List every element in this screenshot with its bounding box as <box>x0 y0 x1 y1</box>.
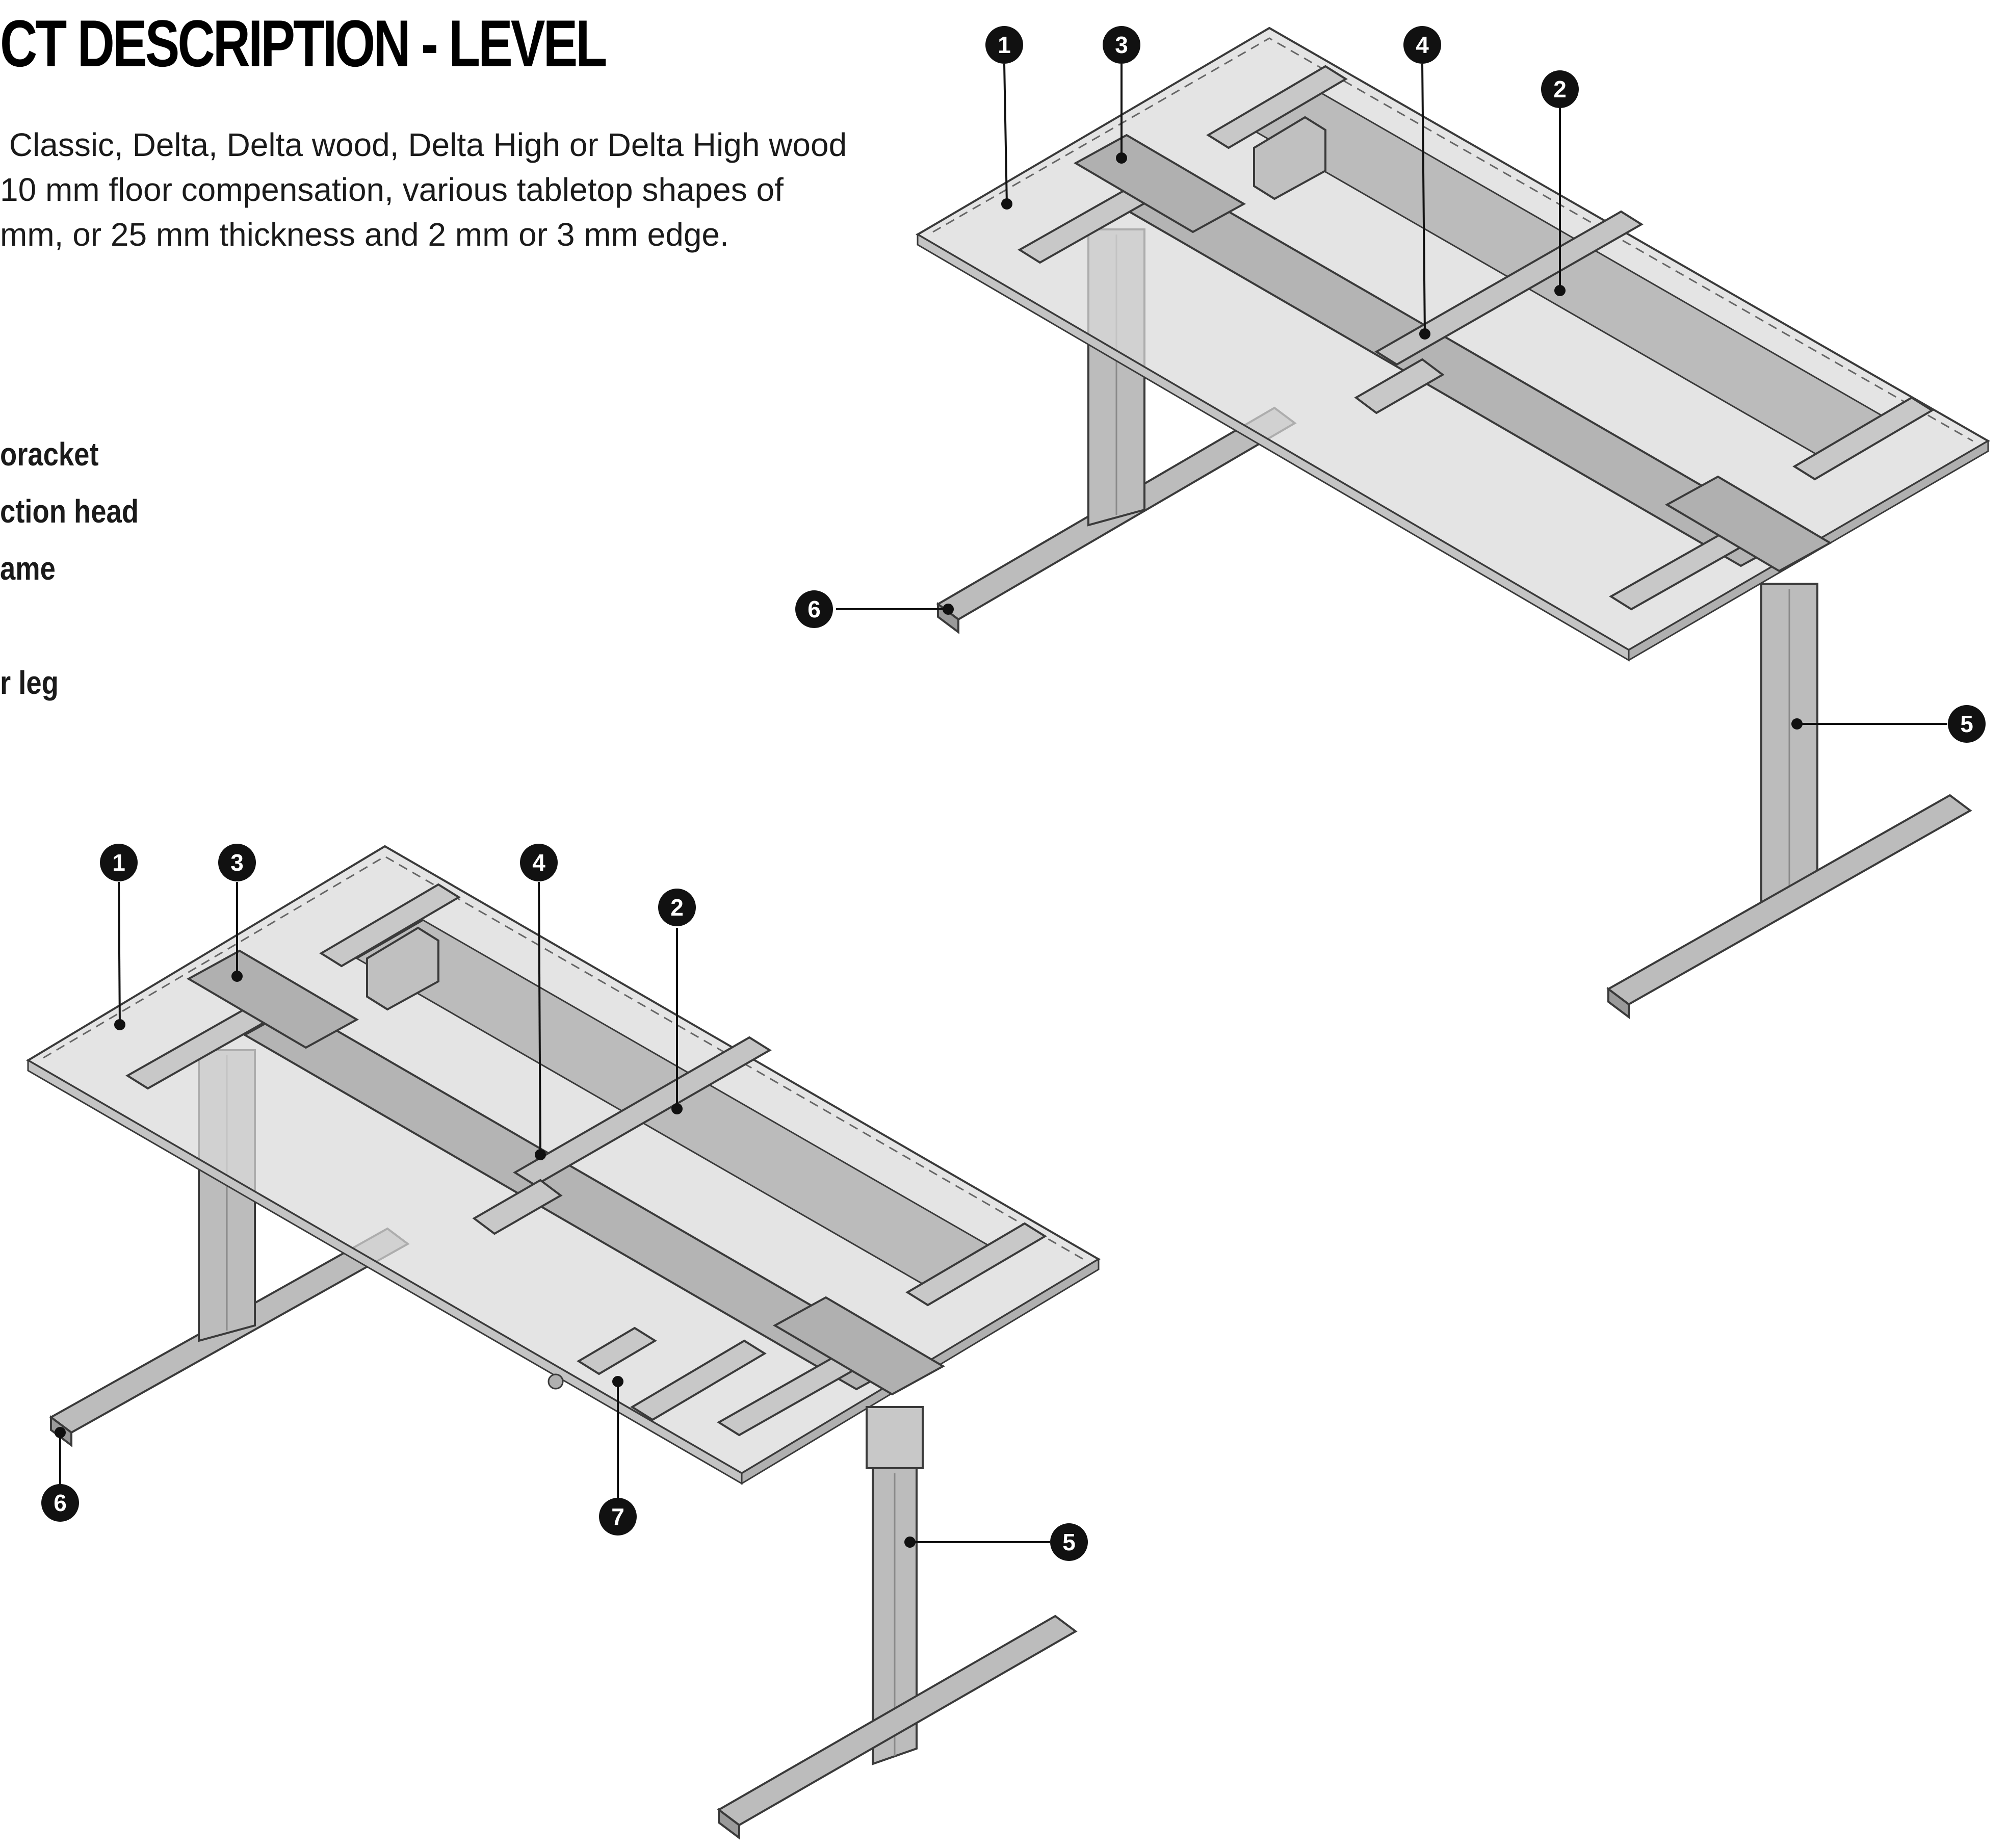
description-line: mm, or 25 mm thickness and 2 mm or 3 mm … <box>0 216 729 253</box>
desk-illustration-top <box>916 27 1990 1019</box>
parts-list-item: ction head <box>0 493 139 530</box>
svg-text:6: 6 <box>807 596 821 622</box>
parts-list-item: ame <box>0 550 56 587</box>
page-title: CT DESCRIPTION - LEVEL <box>0 6 607 81</box>
desk-crossbar <box>1374 210 1644 366</box>
callout-7: 7 <box>599 1498 637 1535</box>
svg-text:5: 5 <box>1062 1529 1076 1555</box>
svg-text:1: 1 <box>112 849 125 876</box>
desk-illustration-bottom <box>26 845 1101 1840</box>
desk-leg-front <box>866 1406 924 1469</box>
parts-list-item: r leg <box>0 664 59 701</box>
product-description: Classic, Delta, Delta wood, Delta High o… <box>0 122 847 257</box>
callout-1: 1 <box>985 26 1023 64</box>
svg-text:5: 5 <box>1960 711 1973 737</box>
parts-list-item: oracket <box>0 436 99 473</box>
callout-2: 2 <box>658 889 696 926</box>
callout-1: 1 <box>100 844 138 881</box>
callout-5: 5 <box>1948 705 1986 743</box>
svg-text:1: 1 <box>998 32 1011 58</box>
callout-5: 5 <box>1050 1523 1088 1561</box>
desk-crossbar <box>513 1036 772 1187</box>
callout-badges: 1 3 4 2 5 6 1 3 4 2 5 6 7 <box>41 26 1986 1561</box>
svg-text:2: 2 <box>670 894 684 921</box>
svg-text:2: 2 <box>1553 76 1567 102</box>
svg-text:3: 3 <box>1115 32 1128 58</box>
description-line: Classic, Delta, Delta wood, Delta High o… <box>0 126 847 163</box>
parts-list: oracket ction head ame r leg <box>0 426 163 711</box>
svg-text:6: 6 <box>54 1490 67 1516</box>
callout-2: 2 <box>1541 70 1579 108</box>
svg-text:7: 7 <box>611 1503 624 1530</box>
description-line: 10 mm floor compensation, various tablet… <box>0 171 784 208</box>
callout-4: 4 <box>520 844 558 881</box>
svg-text:3: 3 <box>230 849 244 876</box>
svg-text:4: 4 <box>532 849 545 876</box>
callout-3: 3 <box>1103 26 1140 64</box>
callout-3: 3 <box>218 844 256 881</box>
callout-4: 4 <box>1403 26 1441 64</box>
callout-6: 6 <box>795 590 833 628</box>
svg-text:4: 4 <box>1416 32 1429 58</box>
callout-6: 6 <box>41 1484 79 1522</box>
